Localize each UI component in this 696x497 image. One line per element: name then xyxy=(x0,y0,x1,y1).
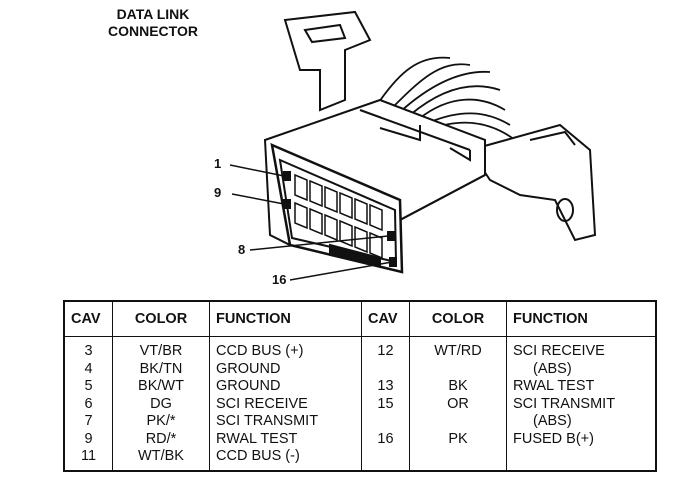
cell: WT/BK xyxy=(138,448,184,464)
cell: SCI TRANSMIT xyxy=(513,395,616,412)
cell: RWAL TEST xyxy=(216,430,298,447)
left-function-column: CCD BUS (+) GROUND GROUND SCI RECEIVE SC… xyxy=(209,336,362,471)
cell: CCD BUS (+) xyxy=(216,343,304,359)
cell: 15 xyxy=(377,395,394,412)
cell: RD/* xyxy=(145,430,177,447)
cell: SCI RECEIVE xyxy=(513,343,605,359)
cell: OR xyxy=(447,395,469,412)
cell: GROUND xyxy=(216,360,281,377)
header-function: FUNCTION xyxy=(506,300,657,337)
cell: PK/* xyxy=(146,413,176,429)
left-cav-column: 3 4 5 6 7 9 11 xyxy=(63,336,113,471)
cell: 4 xyxy=(84,360,93,377)
cell xyxy=(513,448,649,466)
header-color: COLOR xyxy=(409,300,507,337)
cell xyxy=(416,413,500,431)
table-header-row: CAV COLOR FUNCTION CAV COLOR FUNCTION xyxy=(63,300,657,337)
cell xyxy=(368,448,403,466)
header-cav: CAV xyxy=(361,300,410,337)
right-color-column: WT/RD BK OR PK xyxy=(409,336,507,471)
connector-illustration xyxy=(229,10,597,281)
cell: 7 xyxy=(84,413,93,429)
right-cav-column: 12 13 15 16 xyxy=(361,336,410,471)
wires xyxy=(374,56,516,141)
cell: 3 xyxy=(84,343,93,359)
title-line: CONNECTOR xyxy=(108,23,198,39)
header-function: FUNCTION xyxy=(209,300,362,337)
cell: GROUND xyxy=(216,378,281,394)
pin-label-16: 16 xyxy=(272,272,287,287)
cell: DG xyxy=(150,395,172,412)
cell: (ABS) xyxy=(533,413,572,429)
header-cav: CAV xyxy=(63,300,113,337)
cell: 5 xyxy=(84,378,93,394)
cell: BK xyxy=(448,378,468,394)
cell: FUSED B(+) xyxy=(513,430,594,447)
cell: BK/TN xyxy=(139,360,183,377)
cell: 16 xyxy=(377,430,394,447)
cell: 12 xyxy=(377,343,394,359)
left-color-column: VT/BR BK/TN BK/WT DG PK/* RD/* WT/BK xyxy=(112,336,210,471)
cell: 11 xyxy=(80,448,97,464)
cell xyxy=(416,448,500,466)
cell: RWAL TEST xyxy=(513,378,595,394)
right-function-column: SCI RECEIVE (ABS) RWAL TEST SCI TRANSMIT… xyxy=(506,336,657,471)
cell: WT/RD xyxy=(434,343,482,359)
cell: SCI TRANSMIT xyxy=(216,413,319,429)
pin-label-8: 8 xyxy=(238,242,246,257)
pin-label-9: 9 xyxy=(214,185,222,200)
pinout-table: CAV COLOR FUNCTION CAV COLOR FUNCTION 3 … xyxy=(63,300,657,472)
cell: 9 xyxy=(84,430,93,447)
cell: SCI RECEIVE xyxy=(216,395,308,412)
diagram-title: DATA LINK CONNECTOR xyxy=(108,6,198,40)
cell: 13 xyxy=(377,378,394,394)
leader-lines xyxy=(229,164,393,281)
cell xyxy=(416,361,500,379)
pin-label-1: 1 xyxy=(214,156,222,171)
title-line: DATA LINK xyxy=(116,6,190,22)
cell: 6 xyxy=(84,395,93,412)
pin-cavities xyxy=(294,173,383,260)
cell: VT/BR xyxy=(139,343,183,359)
top-clip xyxy=(283,10,372,112)
cell: PK xyxy=(448,430,468,447)
header-color: COLOR xyxy=(112,300,210,337)
cell: CCD BUS (-) xyxy=(216,448,300,464)
cell: (ABS) xyxy=(533,360,572,377)
table-row: 3 4 5 6 7 9 11 VT/BR BK/TN BK/WT DG PK/*… xyxy=(63,336,657,471)
cell: BK/WT xyxy=(138,378,184,394)
cell xyxy=(368,361,403,379)
cell xyxy=(368,413,403,431)
mounting-ear xyxy=(468,123,597,242)
